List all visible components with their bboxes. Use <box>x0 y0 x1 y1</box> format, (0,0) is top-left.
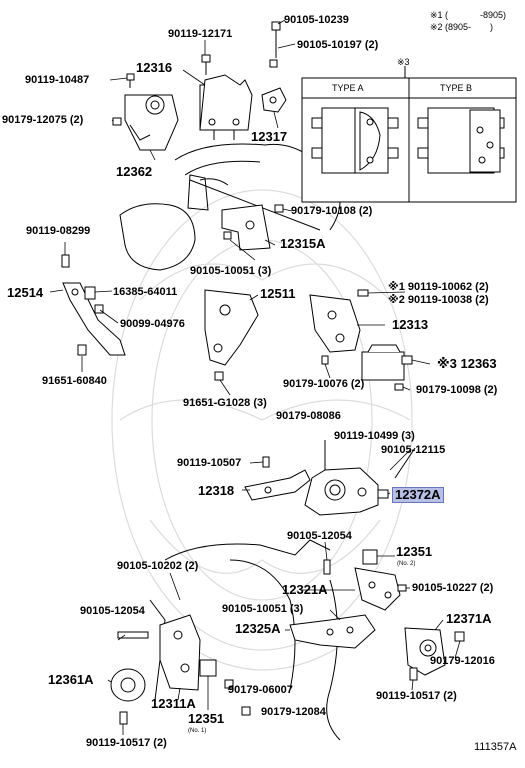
label-90105-12054-left: 90105-12054 <box>80 605 145 617</box>
label-90105-10197: 90105-10197 (2) <box>297 39 379 51</box>
label-90179-12075: 90179-12075 (2) <box>2 114 84 126</box>
engine-lower-outline <box>149 539 341 741</box>
label-12511: 12511 <box>260 286 296 301</box>
part-12317 <box>261 87 287 113</box>
label-12315A: 12315A <box>280 236 326 251</box>
label-12316: 12316 <box>136 60 173 75</box>
label-90105-10051-3b: 90105-10051 (3) <box>222 603 304 615</box>
label-90179-12016: 90179-12016 <box>430 655 495 667</box>
type-a-heading: TYPE A <box>332 83 364 93</box>
label-12372A[interactable]: 12372A <box>392 487 444 503</box>
engine-block-outline <box>119 143 341 271</box>
bolts-top <box>112 21 281 126</box>
part-12351-top <box>362 549 378 565</box>
label-90179-08086: 90179-08086 <box>276 410 341 422</box>
label-12351-top-note: (No. 2) <box>397 561 416 567</box>
bracket-12325A <box>289 614 376 649</box>
label-91651-G1028: 91651-G1028 (3) <box>183 397 267 409</box>
label-12514: 12514 <box>7 285 44 300</box>
label-90119-10487: 90119-10487 <box>25 74 90 86</box>
label-90119-10062: ※1 90119-10062 (2) <box>388 281 489 293</box>
label-90179-10076: 90179-10076 (2) <box>283 378 365 390</box>
label-12313: 12313 <box>392 317 429 332</box>
label-12351-top: 12351 <box>396 544 433 559</box>
label-12325A: 12325A <box>235 621 281 636</box>
label-90119-10517-left: 90119-10517 (2) <box>86 737 167 749</box>
mount-12363 <box>361 344 413 391</box>
label-90119-10517-right: 90119-10517 (2) <box>376 690 457 702</box>
note-1-mark: ※1 ( <box>430 10 449 20</box>
label-90179-10108: 90179-10108 (2) <box>291 205 373 217</box>
leader-lines <box>49 19 461 735</box>
label-90105-12115: 90105-12115 <box>381 444 446 456</box>
label-12317: 12317 <box>251 129 288 144</box>
bracket-12311A <box>117 614 201 691</box>
label-90119-10038: ※2 90119-10038 (2) <box>388 294 489 306</box>
type-b-heading: TYPE B <box>440 83 473 93</box>
label-12371A: 12371A <box>446 611 492 626</box>
label-90099-04976: 90099-04976 <box>120 318 185 330</box>
label-90119-12171: 90119-12171 <box>168 28 233 40</box>
mount-12372A <box>304 440 416 516</box>
label-12361A: 12361A <box>48 672 94 687</box>
label-12318: 12318 <box>198 483 235 498</box>
label-12321A: 12321A <box>282 582 328 597</box>
label-90105-10051-3: 90105-10051 (3) <box>190 265 272 277</box>
label-12351-bottom-note: (No. 1) <box>188 728 207 734</box>
label-90179-06007: 90179-06007 <box>228 684 293 696</box>
label-16385-64011: 16385-64011 <box>113 286 178 298</box>
label-12351-bottom: 12351 <box>188 711 225 726</box>
note-1-value: -8905) <box>480 10 507 20</box>
label-12363: ※3 12363 <box>437 356 497 371</box>
label-12362: 12362 <box>116 164 153 179</box>
bracket-12321A <box>323 559 407 611</box>
note-2-mark: ※2 (8905- <box>430 22 472 32</box>
label-90105-10239: 90105-10239 <box>284 14 349 26</box>
label-90119-08299: 90119-08299 <box>26 225 91 237</box>
label-90105-10202: 90105-10202 (2) <box>117 560 199 572</box>
label-90119-10499: 90119-10499 (3) <box>334 430 415 442</box>
mount-12316 <box>199 74 253 140</box>
bracket-12313 <box>309 289 369 365</box>
label-90105-10227: 90105-10227 (2) <box>412 582 494 594</box>
note-2-value: ) <box>490 22 493 32</box>
label-90119-10507: 90119-10507 <box>177 457 242 469</box>
label-90179-12084: 90179-12084 <box>261 706 326 718</box>
figure-id: 111357A <box>474 741 517 753</box>
mount-12371A <box>404 627 465 681</box>
type-box-ref-mark: ※3 <box>397 57 410 67</box>
bracket-12514 <box>61 254 126 356</box>
bracket-12511 <box>204 289 259 381</box>
bracket-12362 <box>124 94 179 151</box>
part-12318 <box>244 456 311 501</box>
type-box <box>301 77 517 203</box>
mount-12361A <box>110 668 146 725</box>
bracket-12315A <box>221 204 284 251</box>
label-12311A: 12311A <box>151 696 196 711</box>
label-90179-10098: 90179-10098 (2) <box>416 384 498 396</box>
label-90105-12054-top: 90105-12054 <box>287 530 352 542</box>
label-91651-60840: 91651-60840 <box>42 375 107 387</box>
